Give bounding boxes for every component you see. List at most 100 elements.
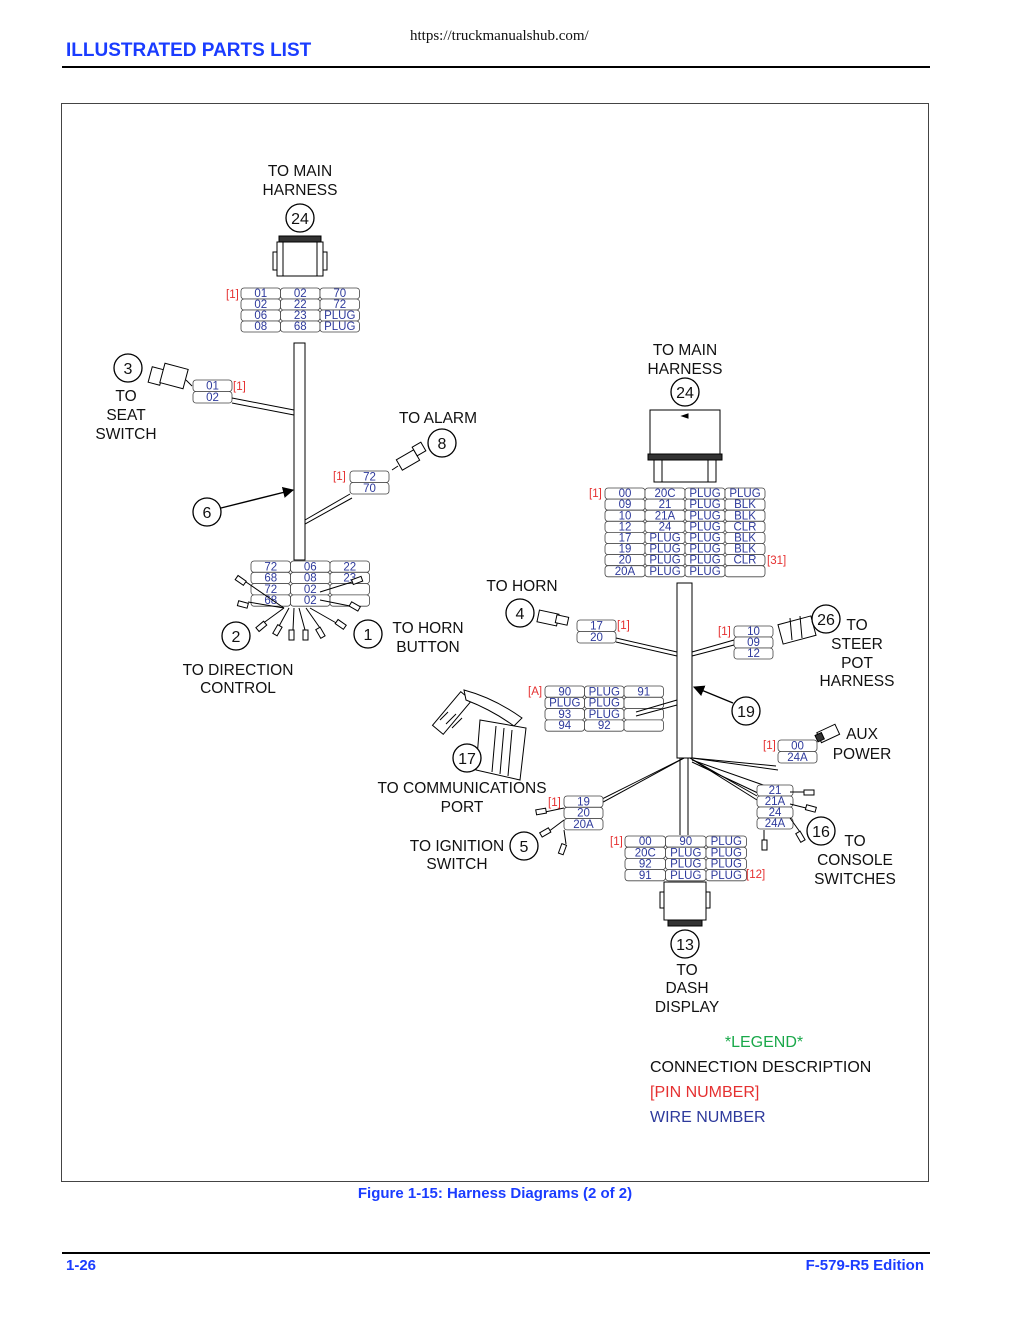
page-header-title: ILLUSTRATED PARTS LIST — [66, 40, 312, 61]
wire-number: 22 — [294, 299, 307, 311]
wire-number: 21 — [659, 499, 672, 511]
wire-number: 21A — [765, 796, 786, 808]
wire-number: 21 — [769, 785, 782, 797]
alarm-callout: 8 — [427, 428, 457, 458]
right-main-label-line2: HARNESS — [648, 361, 723, 378]
legend-pin-number: [PIN NUMBER] — [650, 1084, 759, 1101]
wire-number: 10 — [747, 626, 760, 638]
alarm-label: TO ALARM — [399, 410, 477, 427]
wire-number: 00 — [639, 836, 652, 848]
seat-wire — [231, 397, 295, 416]
console-terminals — [761, 789, 817, 851]
figure-caption: Figure 1-15: Harness Diagrams (2 of 2) — [357, 1185, 633, 1202]
wire-number: 02 — [254, 299, 267, 311]
wire-number: 24A — [765, 818, 786, 830]
right-harness-arrow — [692, 685, 734, 704]
wire-number: PLUG — [649, 555, 680, 567]
right-breakout-wires — [593, 757, 779, 835]
seat-connector-icon — [147, 362, 193, 390]
wire-number: 92 — [639, 859, 652, 871]
console-label-line2: CONSOLE — [817, 852, 893, 869]
dash-label-line2: DASH — [665, 980, 708, 997]
wire-number: 02 — [304, 584, 317, 596]
legend-connection: CONNECTION DESCRIPTION — [650, 1059, 871, 1076]
wire-number: 72 — [333, 299, 346, 311]
dash-pin-right: [12] — [746, 869, 765, 881]
wire-number: 08 — [254, 321, 267, 333]
wire-number: PLUG — [711, 847, 742, 859]
wire-number: PLUG — [689, 521, 720, 533]
wire-cell — [724, 565, 766, 578]
right-main-pin-left: [1] — [589, 488, 602, 500]
wire-number: 20 — [590, 632, 603, 644]
page-number: 1-26 — [66, 1257, 97, 1274]
seat-switch-callout: 3 — [113, 353, 143, 383]
seat-callout-number: 3 — [124, 361, 133, 378]
wire-number: PLUG — [689, 499, 720, 511]
alarm-callout-number: 8 — [438, 436, 447, 453]
wire-number: 12 — [747, 648, 760, 660]
wire-number: 20 — [577, 808, 590, 820]
right-main-label-line1: TO MAIN — [653, 342, 717, 359]
wire-number: 12 — [619, 521, 632, 533]
source-url: https://truckmanualshub.com/ — [410, 28, 589, 44]
comm-connector-icon — [431, 689, 527, 781]
comm-callout-number: 17 — [458, 751, 476, 768]
wire-number: 92 — [598, 720, 611, 732]
console-callout-number: 16 — [812, 824, 830, 841]
right-main-callout: 24 — [670, 377, 700, 407]
console-label-line1: TO — [844, 833, 865, 850]
horn-button-label-line2: BUTTON — [396, 639, 459, 656]
wire-number: 21A — [655, 510, 676, 522]
seat-pin: [1] — [233, 381, 246, 393]
wire-cell — [319, 320, 360, 333]
wire-number: BLK — [734, 499, 756, 511]
wire-cell — [192, 391, 233, 404]
left-main-connector-icon — [272, 235, 328, 277]
wire-number: PLUG — [689, 510, 720, 522]
dash-pin-left: [1] — [610, 836, 623, 848]
wire-number: 20 — [619, 555, 632, 567]
left-harness-callout-number: 6 — [203, 505, 212, 522]
wire-cell — [576, 631, 617, 644]
header-rule — [62, 66, 930, 68]
wire-number: 01 — [254, 288, 267, 300]
wire-cell — [777, 751, 818, 764]
direction-label-line1: TO DIRECTION — [183, 662, 294, 679]
wire-number: PLUG — [689, 488, 720, 500]
wire-number: 91 — [639, 870, 652, 882]
left-harness-callout: 6 — [192, 497, 222, 527]
left-main-callout-number: 24 — [291, 211, 309, 228]
steer-label-line4: HARNESS — [820, 673, 895, 690]
legend-title: *LEGEND* — [725, 1034, 803, 1051]
wire-number: 70 — [363, 483, 376, 495]
steer-callout-number: 26 — [817, 612, 835, 629]
direction-label-line2: CONTROL — [200, 680, 276, 697]
wire-number: 68 — [294, 321, 307, 333]
alarm-pin: [1] — [333, 471, 346, 483]
wire-number: 24A — [787, 752, 808, 764]
steer-connector-icon — [777, 615, 817, 645]
horn-button-label-line1: TO HORN — [392, 620, 463, 637]
wire-number: 24 — [769, 807, 782, 819]
direction-callout-number: 2 — [232, 629, 241, 646]
wire-number: BLK — [734, 510, 756, 522]
wire-number: PLUG — [324, 321, 355, 333]
wire-number: 72 — [264, 584, 277, 596]
dash-connector-icon — [659, 881, 711, 927]
steer-label-line3: POT — [841, 655, 873, 672]
wire-number: 01 — [206, 381, 219, 393]
wire-number: PLUG — [649, 566, 680, 578]
wire-number: 09 — [619, 499, 632, 511]
wire-number: 00 — [619, 488, 632, 500]
wire-cell — [349, 482, 390, 495]
wire-number: 90 — [558, 686, 571, 698]
wire-cell — [623, 719, 664, 732]
